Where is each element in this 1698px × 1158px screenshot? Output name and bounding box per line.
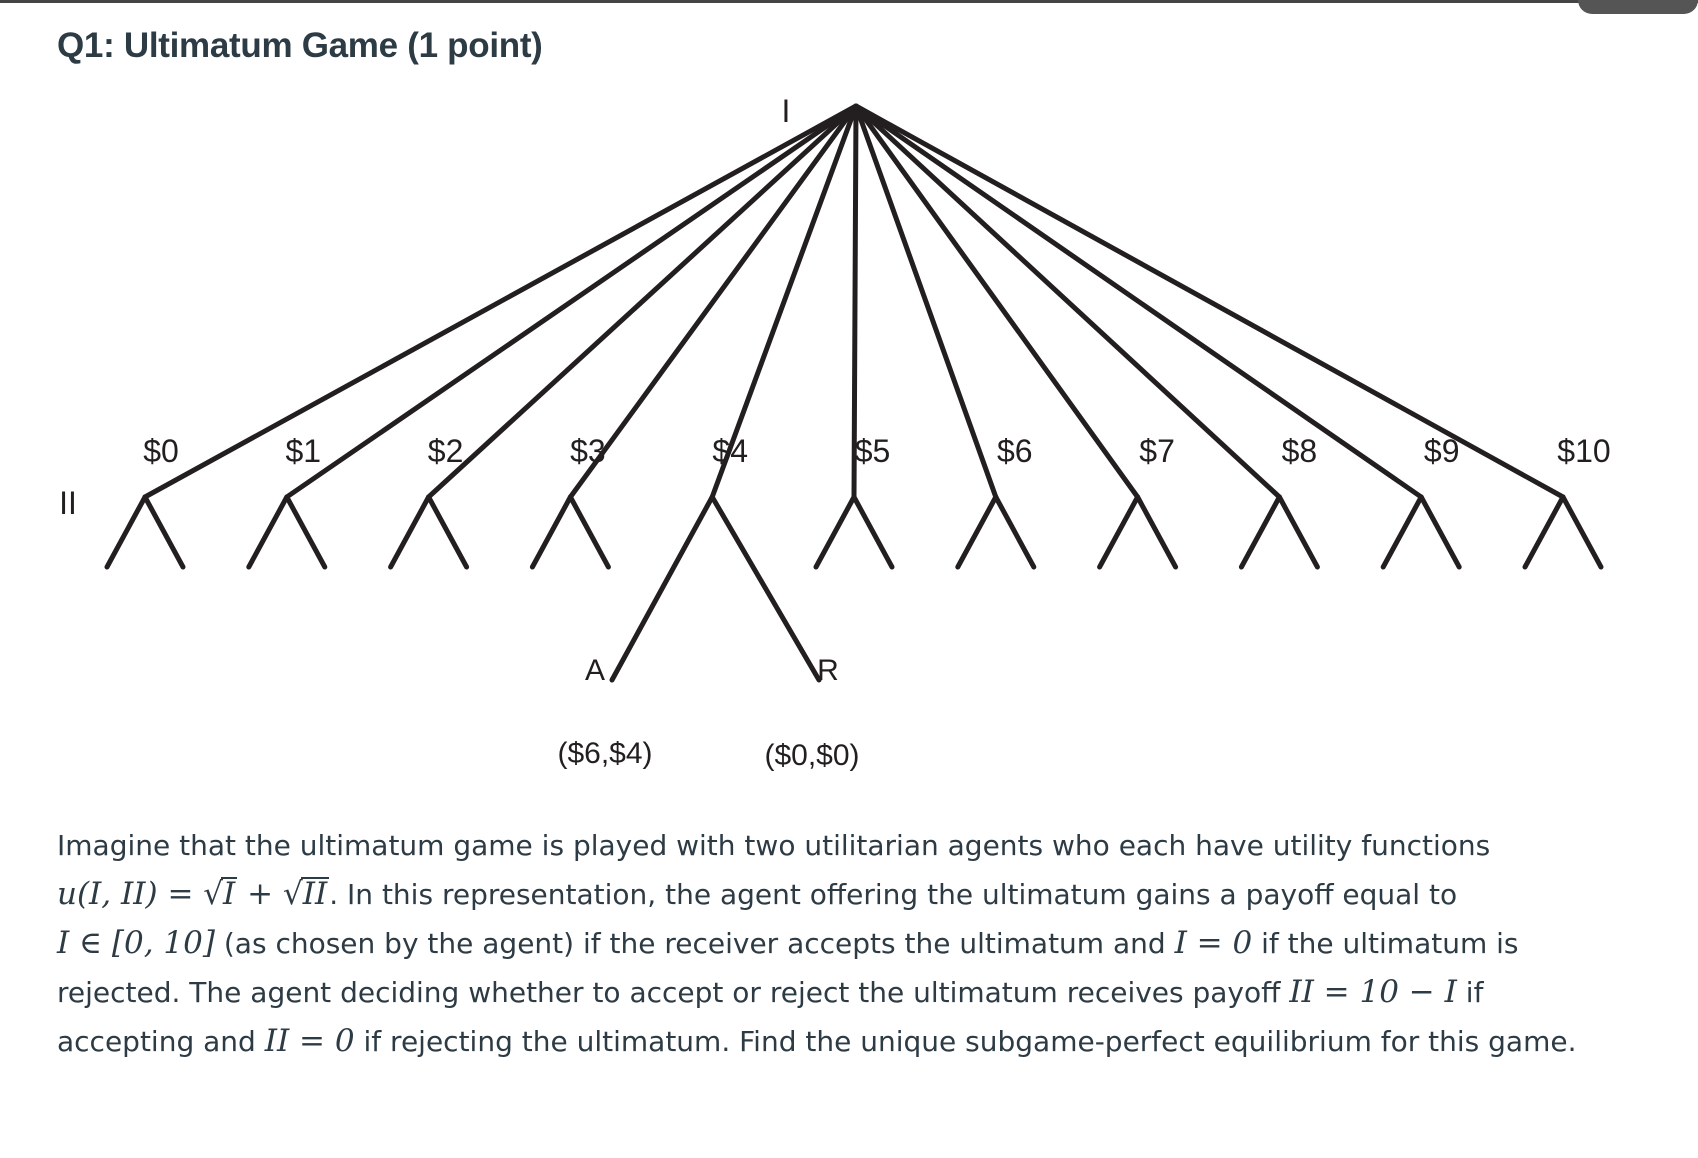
offer-label-3: $3 [570,433,606,469]
branch-reject [709,494,822,683]
branch-accept [609,494,715,683]
sub-branch-reject-1 [284,494,328,570]
sub-branch-reject-2 [426,494,470,570]
sub-branch-accept-6 [955,494,999,570]
sub-branch-accept-2 [388,494,432,570]
sub-branch-reject-10 [1560,494,1604,570]
accept-payoff-label: ($6,$4) [557,737,652,770]
offer-label-10: $10 [1557,433,1610,469]
question-line-1: Imagine that the ultimatum game is playe… [57,822,1617,870]
sub-branch-accept-1 [246,494,290,570]
reject-payoff-label: ($0,$0) [764,739,859,772]
question-line-2-text: . In this representation, the agent offe… [329,878,1458,911]
top-rule [0,0,1698,3]
branch-offer-4 [709,103,859,500]
branch-offer-9 [853,103,1424,500]
sub-branch-reject-8 [1276,494,1320,570]
offer-label-0: $0 [143,433,179,469]
sub-branch-reject-3 [567,494,611,570]
reject-payoff-two: II = 0 [264,1023,355,1059]
question-line-2: u(I, II) = √I + √II. In this representat… [57,870,1617,919]
utility-function: u(I, II) = √I + √II [57,876,330,912]
sub-branch-accept-8 [1238,494,1282,570]
offer-label-4: $4 [712,433,748,469]
branch-offer-1 [284,103,859,500]
question-intro: Imagine that the ultimatum game is playe… [57,829,1491,862]
top-tab [1578,0,1698,14]
offer-label-7: $7 [1139,433,1175,469]
sub-branch-reject-0 [142,494,186,570]
branch-offer-10 [853,103,1566,500]
question-line-4: rejected. The agent deciding whether to … [57,974,1484,1010]
branch-offer-8 [853,103,1282,500]
offer-label-1: $1 [286,433,322,469]
offer-label-5: $5 [855,433,891,469]
sub-branch-accept-3 [529,494,573,570]
sub-branch-reject-9 [1418,494,1462,570]
branch-offer-2 [426,103,859,500]
branch-offer-7 [853,103,1141,500]
offer-label-2: $2 [428,433,464,469]
question-text: Imagine that the ultimatum game is playe… [57,822,1617,1066]
sub-branch-accept-7 [1097,494,1141,570]
question-title: Q1: Ultimatum Game (1 point) [57,26,543,65]
sub-branch-accept-9 [1380,494,1424,570]
offer-domain: I ∈ [0, 10] [57,925,215,961]
accept-payoff-two: II = 10 − I [1289,974,1457,1010]
sub-branch-accept-10 [1522,494,1566,570]
accept-label: A [585,654,605,687]
question-line-5: accepting and II = 0 if rejecting the ul… [57,1023,1577,1059]
player-two-label: II [59,485,77,521]
sub-branch-reject-7 [1135,494,1179,570]
player-one-label: I [782,93,791,129]
branch-offer-6 [853,103,999,500]
offer-label-6: $6 [997,433,1033,469]
offer-label-8: $8 [1282,433,1318,469]
offer-label-9: $9 [1424,433,1460,469]
sub-branch-reject-5 [851,494,895,570]
branch-offer-0 [142,103,859,500]
sub-branch-accept-0 [104,494,148,570]
sub-branch-reject-6 [993,494,1037,570]
reject-label: R [817,654,839,687]
question-line-3: I ∈ [0, 10] (as chosen by the agent) if … [57,925,1519,961]
branch-offer-5 [851,103,859,500]
sub-branch-accept-5 [813,494,857,570]
branch-offer-3 [567,103,859,500]
reject-payoff-one: I = 0 [1174,925,1253,961]
